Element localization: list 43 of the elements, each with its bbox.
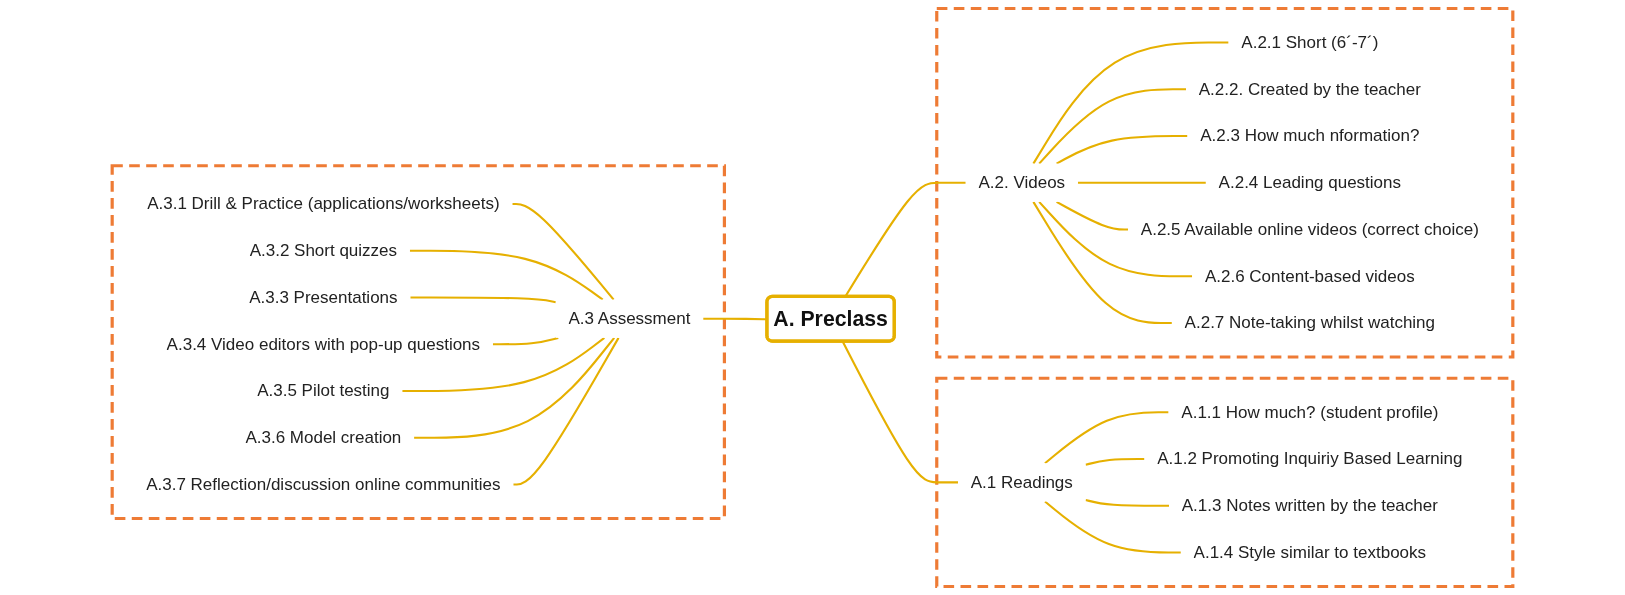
connector xyxy=(402,337,605,393)
connector xyxy=(512,202,615,301)
connector xyxy=(1038,201,1193,278)
node-text: A.2.3 How much nformation? xyxy=(1200,126,1420,145)
node-text: A.1.2 Promoting Inquiriy Based Learning xyxy=(1157,449,1463,468)
connector xyxy=(1032,41,1229,165)
connector xyxy=(1044,500,1181,554)
node-text: A.2.5 Available online videos (correct choice) xyxy=(1140,219,1479,238)
connector xyxy=(1077,181,1206,184)
connector xyxy=(841,341,958,484)
node-text: A.1 Readings xyxy=(970,472,1073,491)
node-text: A.1.1 How much? (student profile) xyxy=(1181,402,1439,421)
node-text: A.2.2. Created by the teacher xyxy=(1198,79,1421,98)
connector xyxy=(1056,134,1188,165)
cluster xyxy=(110,164,726,521)
node-text: A.3.6 Model creation xyxy=(245,428,402,447)
node-text: A.3.5 Pilot testing xyxy=(257,381,390,400)
node-text: A.2.7 Note-taking whilst watching xyxy=(1184,313,1436,332)
connector xyxy=(1044,411,1169,465)
node-text: A.3.7 Reflection/discussion online communities xyxy=(146,474,501,493)
connector xyxy=(513,337,620,486)
connector xyxy=(1085,498,1170,507)
node-text: A.3.2 Short quizzes xyxy=(249,241,398,260)
node-text: A.1.4 Style similar to textbooks xyxy=(1193,542,1427,561)
node-text: A.2.4 Leading questions xyxy=(1218,173,1402,192)
connector xyxy=(1085,457,1145,466)
cluster xyxy=(935,6,1515,359)
node-text: A.2.6 Content-based videos xyxy=(1204,266,1415,285)
node-text: A.3.4 Video editors with pop-up questions xyxy=(166,334,481,353)
connector xyxy=(1032,201,1172,325)
node-text: A.3.3 Presentations xyxy=(249,287,398,306)
node-text: A.2. Videos xyxy=(978,173,1066,192)
connector xyxy=(1056,200,1129,231)
connector xyxy=(409,249,604,301)
connector xyxy=(492,336,559,346)
node-text: A.2.1 Short (6´-7´) xyxy=(1241,32,1379,51)
connector xyxy=(414,337,616,439)
connector xyxy=(410,296,556,304)
node-text: A.1.3 Notes written by the teacher xyxy=(1181,496,1438,515)
node-text: A.3.1 Drill & Practice (applications/worksheets) xyxy=(147,194,500,213)
cluster xyxy=(935,376,1515,589)
node-text: A.3 Assessment xyxy=(568,309,691,328)
connector xyxy=(1038,88,1187,165)
